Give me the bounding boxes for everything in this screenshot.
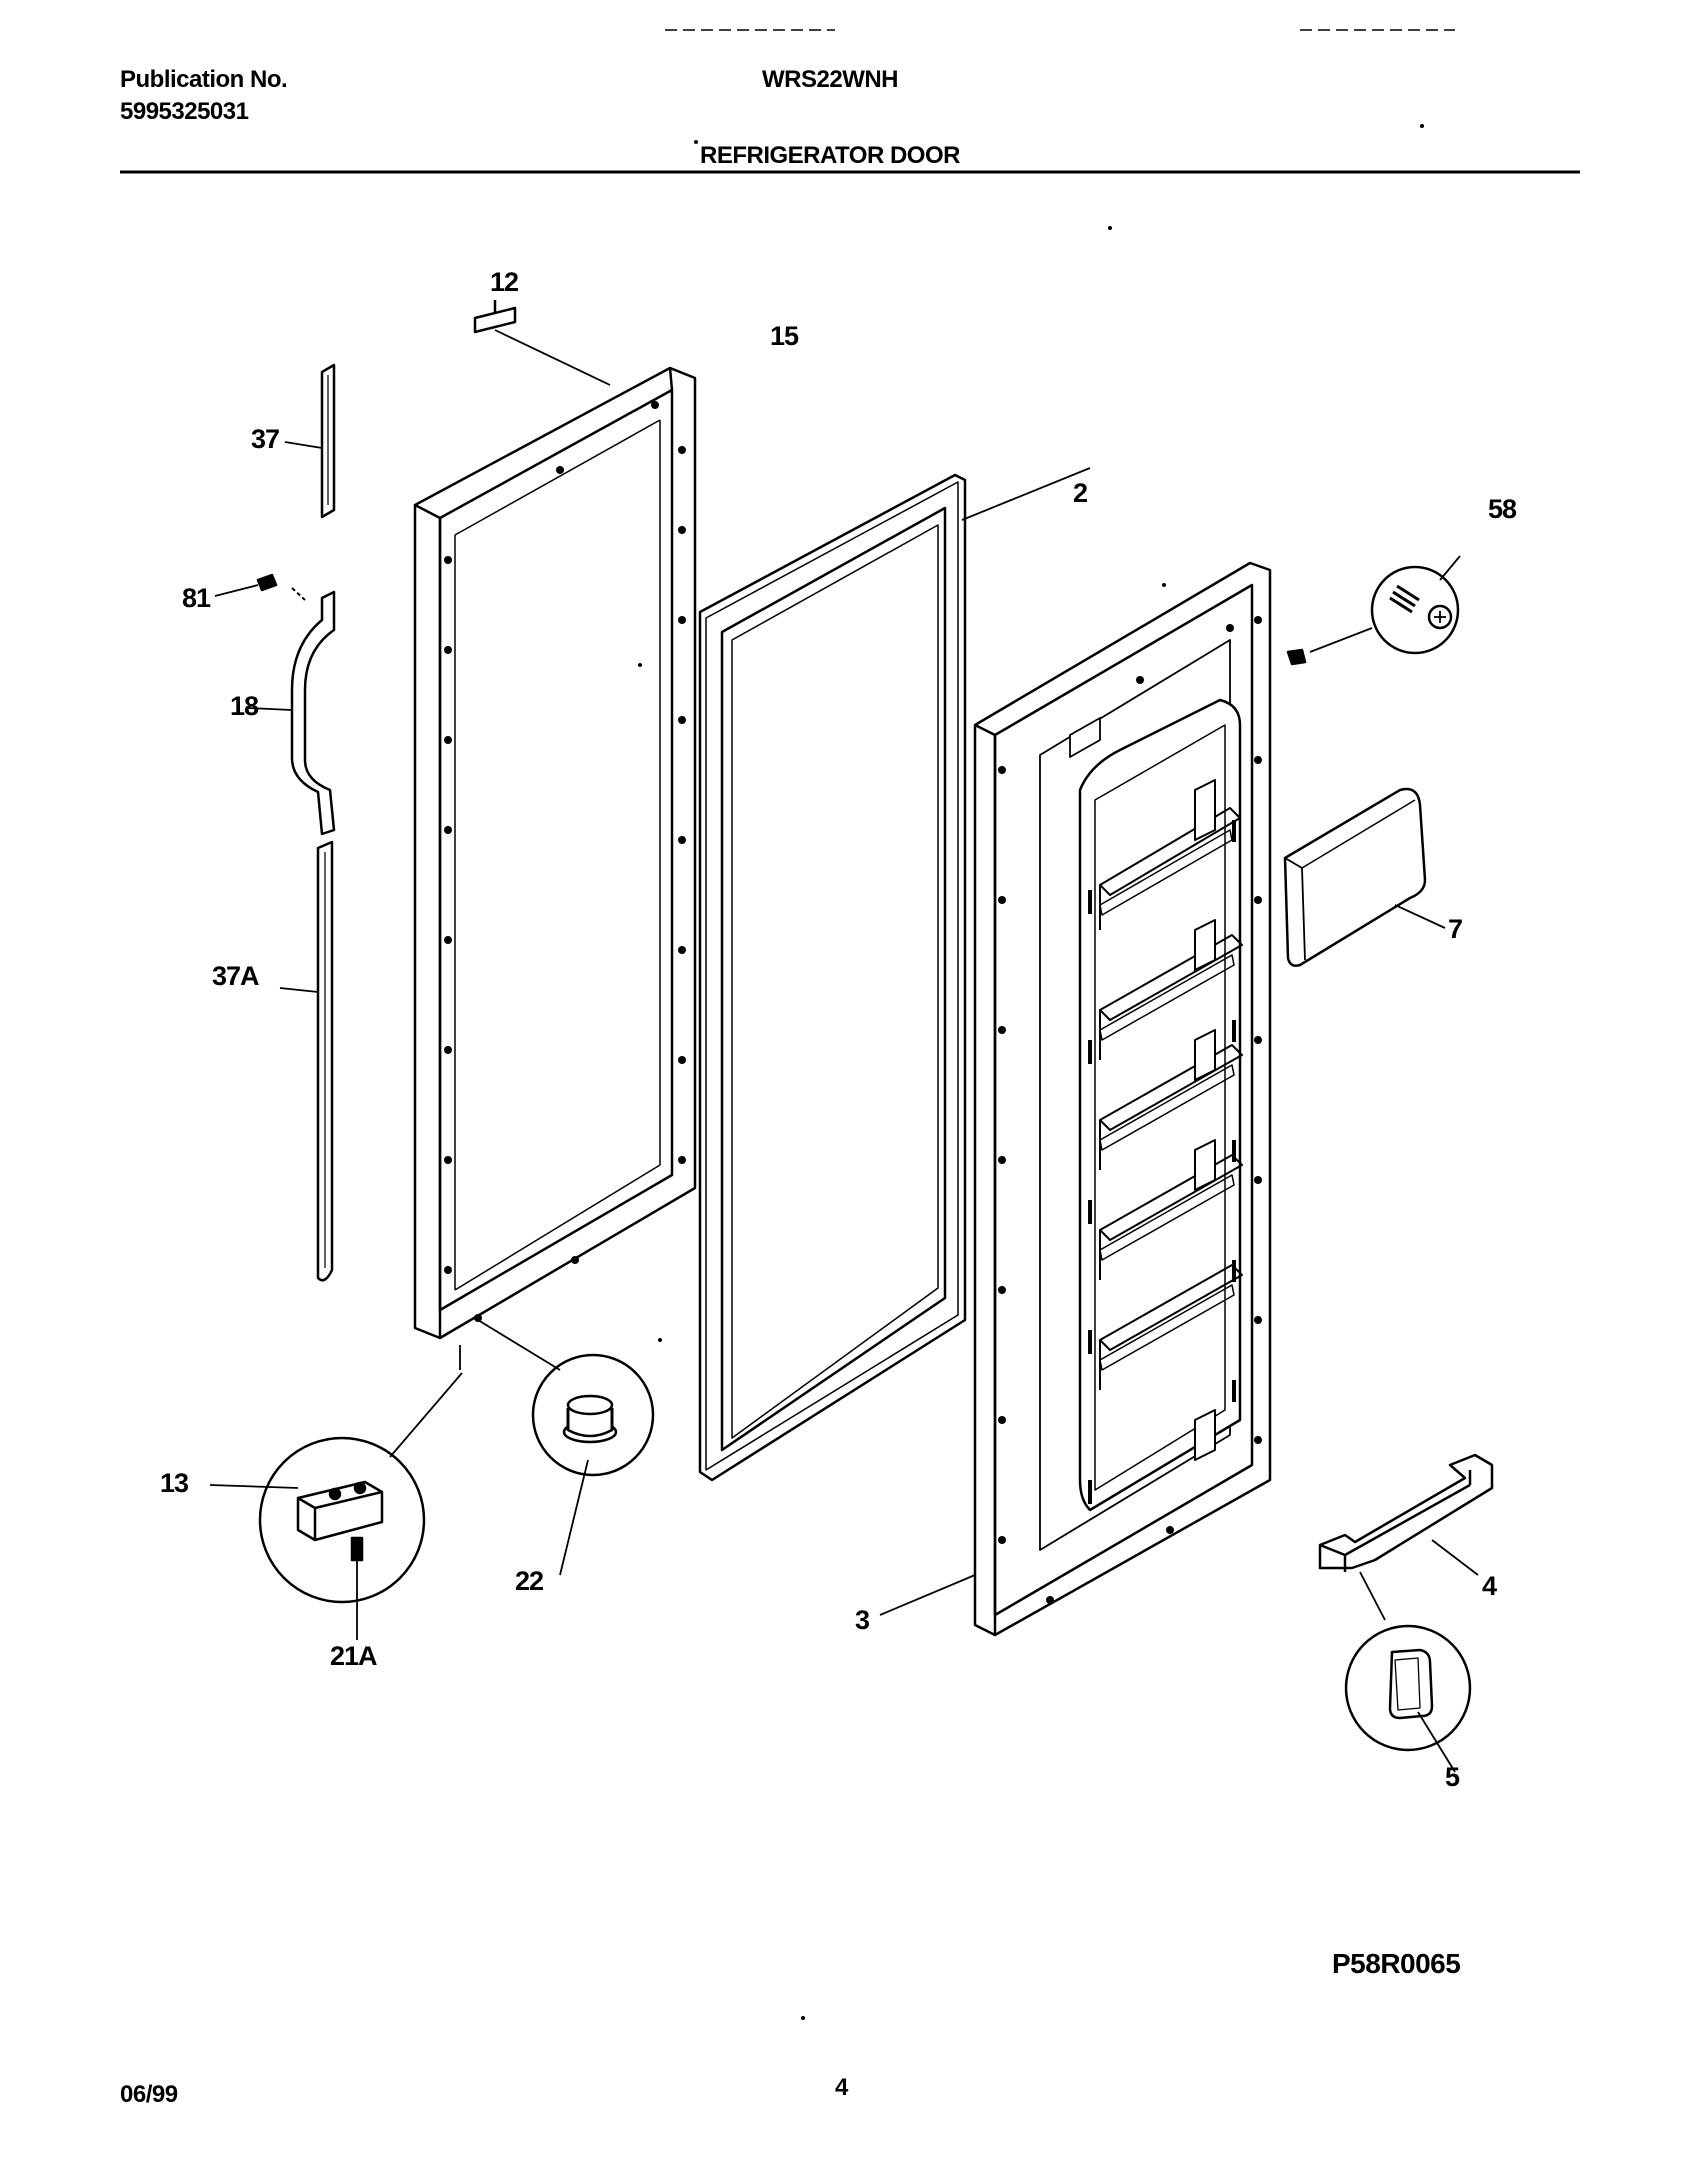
callout-18: 18 [230,691,259,721]
part-81-screw [214,573,306,601]
callout-37: 37 [251,424,280,454]
callout-15: 15 [770,321,799,351]
part-3-door-liner [879,561,1272,1637]
part-37A-trim-bottom [279,840,334,1282]
drawing-code: P58R0065 [1332,1948,1461,1979]
part-37-trim-top [284,363,336,519]
publication-number: 5995325031 [120,98,249,125]
part-5-pad-detail [1344,1624,1472,1773]
section-title: REFRIGERATOR DOOR [700,142,960,169]
callout-2: 2 [1073,478,1088,508]
page-number: 4 [835,2074,848,2101]
part-2-gasket [698,467,1091,1482]
callout-12: 12 [490,267,519,297]
callout-13: 13 [160,1468,189,1498]
publication-label: Publication No. [120,66,288,93]
callout-7: 7 [1448,914,1463,944]
part-13-hinge-detail [209,1372,463,1640]
part-18-handle [247,590,336,836]
callout-3: 3 [855,1605,870,1635]
callout-4: 4 [1482,1571,1497,1601]
callout-81: 81 [182,583,211,613]
callout-22: 22 [515,1566,544,1596]
callout-37A: 37A [212,961,260,991]
part-22-bumper-detail [477,1319,655,1576]
callout-5: 5 [1445,1762,1460,1792]
stray-marks [638,124,1424,2020]
model-number: WRS22WNH [762,66,899,93]
part-12-clip [473,300,611,386]
part-4-bracket [1318,1453,1494,1621]
part-7-cover [1283,787,1446,967]
callout-21A: 21A [330,1641,378,1671]
revision-date: 06/99 [120,2081,178,2108]
part-15-door-frame [413,366,697,1370]
part-58-screw-detail [1286,555,1461,666]
callout-58: 58 [1488,494,1517,524]
